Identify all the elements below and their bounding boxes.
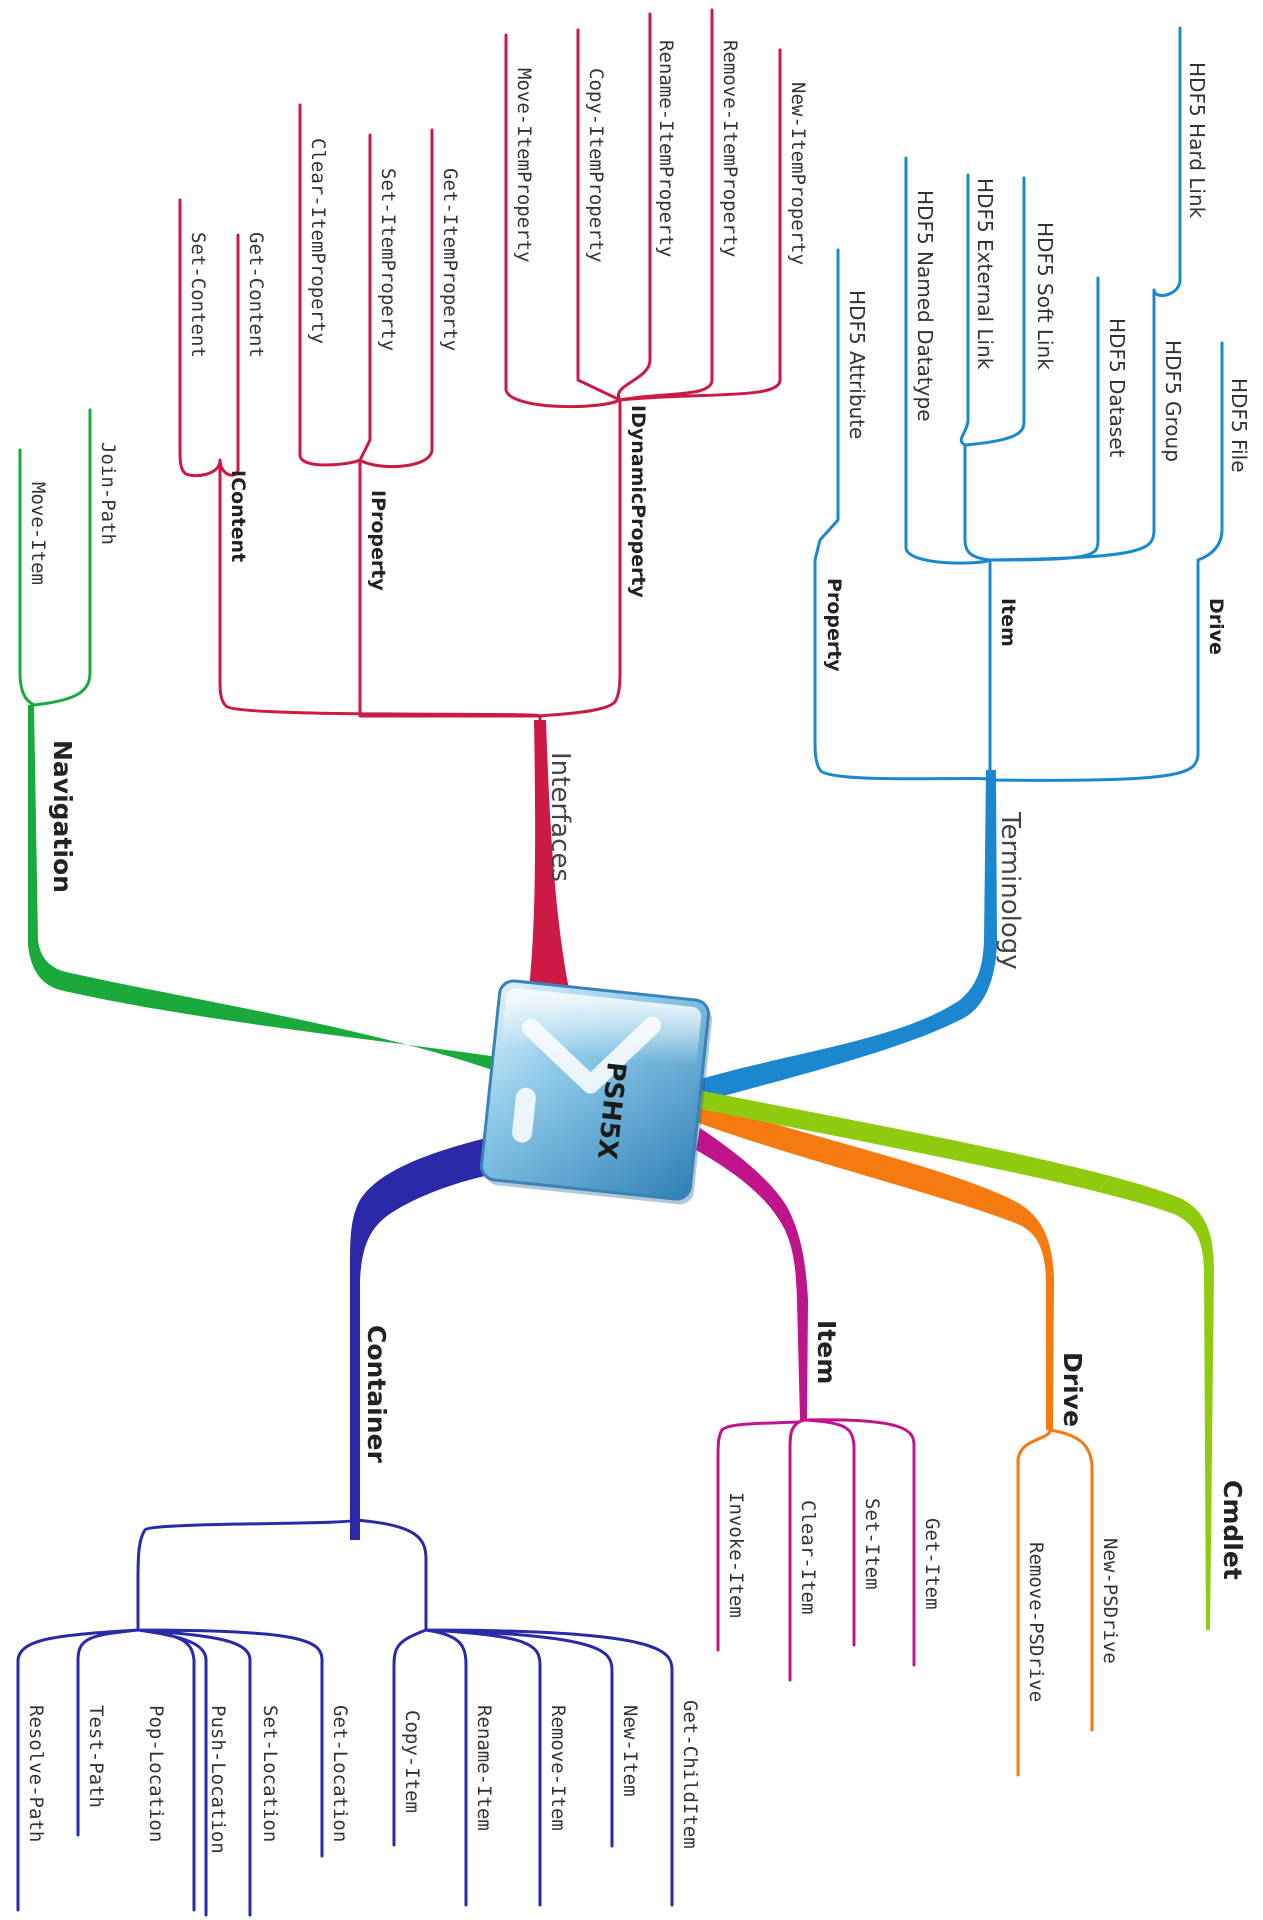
item-label: Item <box>812 1320 841 1384</box>
idynamic-leaf-move-itemproperty: Move-ItemProperty <box>513 68 535 262</box>
terminology-main-branch <box>690 770 997 1104</box>
iproperty-leaf-clear-itemproperty: Clear-ItemProperty <box>307 138 329 344</box>
container-leaf-rename-item: Rename-Item <box>473 1705 495 1831</box>
central-topic[interactable]: PSH5X <box>480 979 714 1206</box>
container-leaf-pop-location: Pop-Location <box>145 1705 167 1842</box>
container-label: Container <box>362 1325 391 1463</box>
term-item-leaf-named-datatype: HDF5 Named Datatype <box>913 190 937 422</box>
terminology-label: Terminology <box>995 811 1025 970</box>
nav-leaf-move-item: Move-Item <box>27 482 49 585</box>
navigation-label: Navigation <box>48 740 77 893</box>
term-property-label: Property <box>823 578 845 672</box>
idynamic-label: IDynamicProperty <box>627 405 649 598</box>
item-leaf-set-item: Set-Item <box>861 1498 883 1590</box>
drive-leaf-remove-psdrive: Remove-PSDrive <box>1025 1542 1047 1702</box>
checkmark-icon <box>512 1016 662 1143</box>
term-item-leaf-soft-link: HDF5 Soft Link <box>1033 222 1057 370</box>
navigation-main-branch <box>28 705 520 1080</box>
interfaces-tree <box>178 8 782 722</box>
container-leaf-copy-item: Copy-Item <box>401 1710 423 1813</box>
interfaces-label: Interfaces <box>545 752 575 882</box>
term-item-leaf-external-link: HDF5 External Link <box>973 178 997 370</box>
term-property-leaf-attribute: HDF5 Attribute <box>845 290 869 439</box>
cmdlet-label: Cmdlet <box>1218 1480 1247 1580</box>
idynamic-leaf-new-itemproperty: New-ItemProperty <box>787 82 809 265</box>
container-leaf-remove-item: Remove-Item <box>547 1705 569 1831</box>
icontent-leaf-set-content: Set-Content <box>187 232 209 358</box>
container-leaf-get-childitem: Get-ChildItem <box>679 1700 701 1849</box>
idynamic-leaf-rename-itemproperty: Rename-ItemProperty <box>655 40 677 257</box>
term-item-leaf-group: HDF5 Group <box>1161 340 1185 462</box>
item-tree <box>716 1418 916 1682</box>
container-leaf-push-location: Push-Location <box>207 1705 229 1854</box>
idynamic-leaf-remove-itemproperty: Remove-ItemProperty <box>719 40 741 257</box>
drive-leaf-new-psdrive: New-PSDrive <box>1099 1538 1121 1664</box>
container-leaf-get-location: Get-Location <box>329 1705 351 1842</box>
item-leaf-clear-item: Clear-Item <box>797 1500 819 1614</box>
iproperty-leaf-get-itemproperty: Get-ItemProperty <box>439 168 461 351</box>
nav-leaf-join-path: Join-Path <box>97 442 119 545</box>
item-leaf-get-item: Get-Item <box>921 1518 943 1610</box>
container-leaf-test-path: Test-Path <box>85 1705 107 1808</box>
iproperty-leaf-set-itemproperty: Set-ItemProperty <box>377 168 399 351</box>
container-leaf-set-location: Set-Location <box>259 1705 281 1842</box>
interfaces-main-branch <box>528 720 572 1004</box>
drive-label: Drive <box>1058 1352 1087 1427</box>
container-tree <box>16 1518 674 1917</box>
term-drive-leaf-file: HDF5 File <box>1227 378 1251 473</box>
drive-tree <box>1016 1428 1094 1777</box>
item-leaf-invoke-item: Invoke-Item <box>725 1492 747 1618</box>
drive-main-branch <box>696 1100 1054 1430</box>
idynamic-leaf-copy-itemproperty: Copy-ItemProperty <box>585 68 607 262</box>
item-main-branch <box>696 1128 808 1420</box>
icontent-leaf-get-content: Get-Content <box>245 232 267 358</box>
term-item-leaf-dataset: HDF5 Dataset <box>1105 318 1129 458</box>
navigation-tree <box>18 408 92 707</box>
term-item-leaf-hard-link: HDF5 Hard Link <box>1185 62 1209 219</box>
terminology-tree <box>813 26 1224 782</box>
term-drive-label: Drive <box>1205 598 1227 655</box>
container-leaf-resolve-path: Resolve-Path <box>25 1705 47 1842</box>
cmdlet-main-branch <box>696 1090 1214 1630</box>
term-item-label: Item <box>997 598 1019 647</box>
icontent-label: IContent <box>227 470 249 562</box>
container-leaf-new-item: New-Item <box>619 1705 641 1797</box>
iproperty-label: IProperty <box>367 490 389 591</box>
